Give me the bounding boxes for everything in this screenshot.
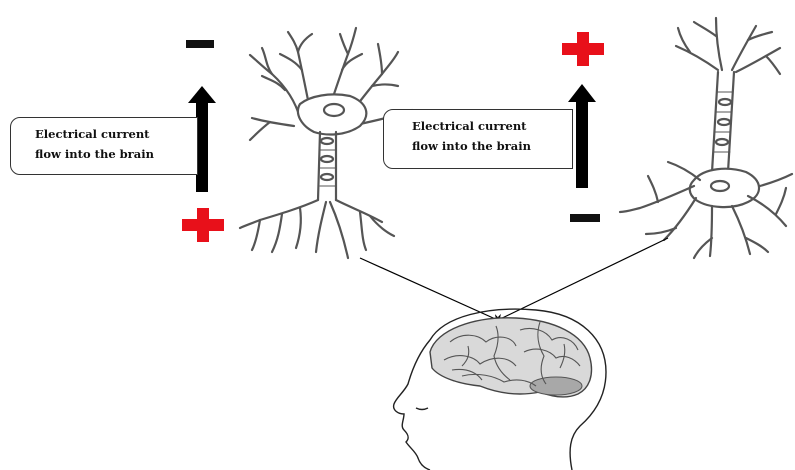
minus-icon-right: [570, 214, 600, 222]
callout-right-line1: Electrical current: [412, 116, 568, 136]
plus-icon-right: [562, 32, 604, 66]
brain-icon: [430, 318, 592, 397]
callout-right: Electrical current flow into the brain: [383, 109, 573, 169]
minus-icon-left: [186, 40, 214, 48]
plus-icon-left: [182, 208, 224, 242]
callout-left-line1: Electrical current: [35, 124, 193, 144]
callout-left-line2: flow into the brain: [35, 144, 193, 164]
neuron-icon-right: [620, 18, 792, 258]
callout-left: Electrical current flow into the brain: [10, 117, 198, 175]
callout-right-line2: flow into the brain: [412, 136, 568, 156]
